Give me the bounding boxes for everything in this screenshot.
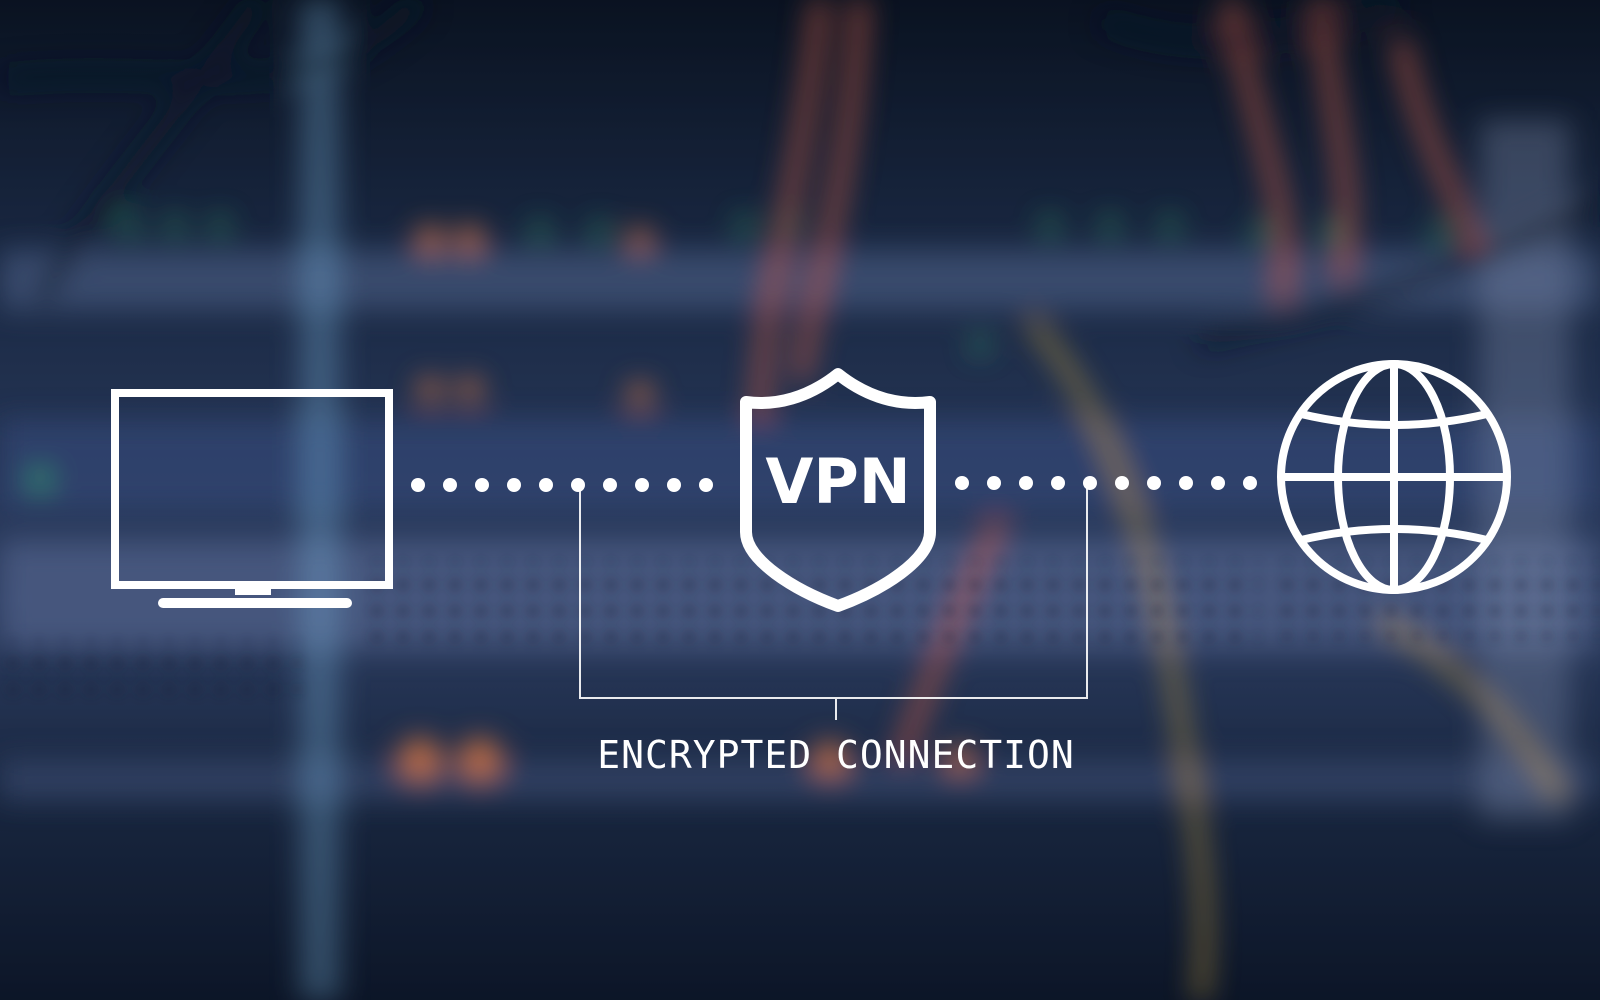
monitor-icon xyxy=(111,389,393,608)
dotted-link-right xyxy=(955,476,1257,490)
vpn-label: VPN xyxy=(765,445,910,518)
dotted-link-left xyxy=(411,478,713,492)
encrypted-connection-caption: ENCRYPTED CONNECTION xyxy=(597,733,1075,777)
shield-icon: VPN xyxy=(740,368,936,612)
globe-icon xyxy=(1277,360,1511,594)
encryption-bracket xyxy=(579,485,1088,720)
